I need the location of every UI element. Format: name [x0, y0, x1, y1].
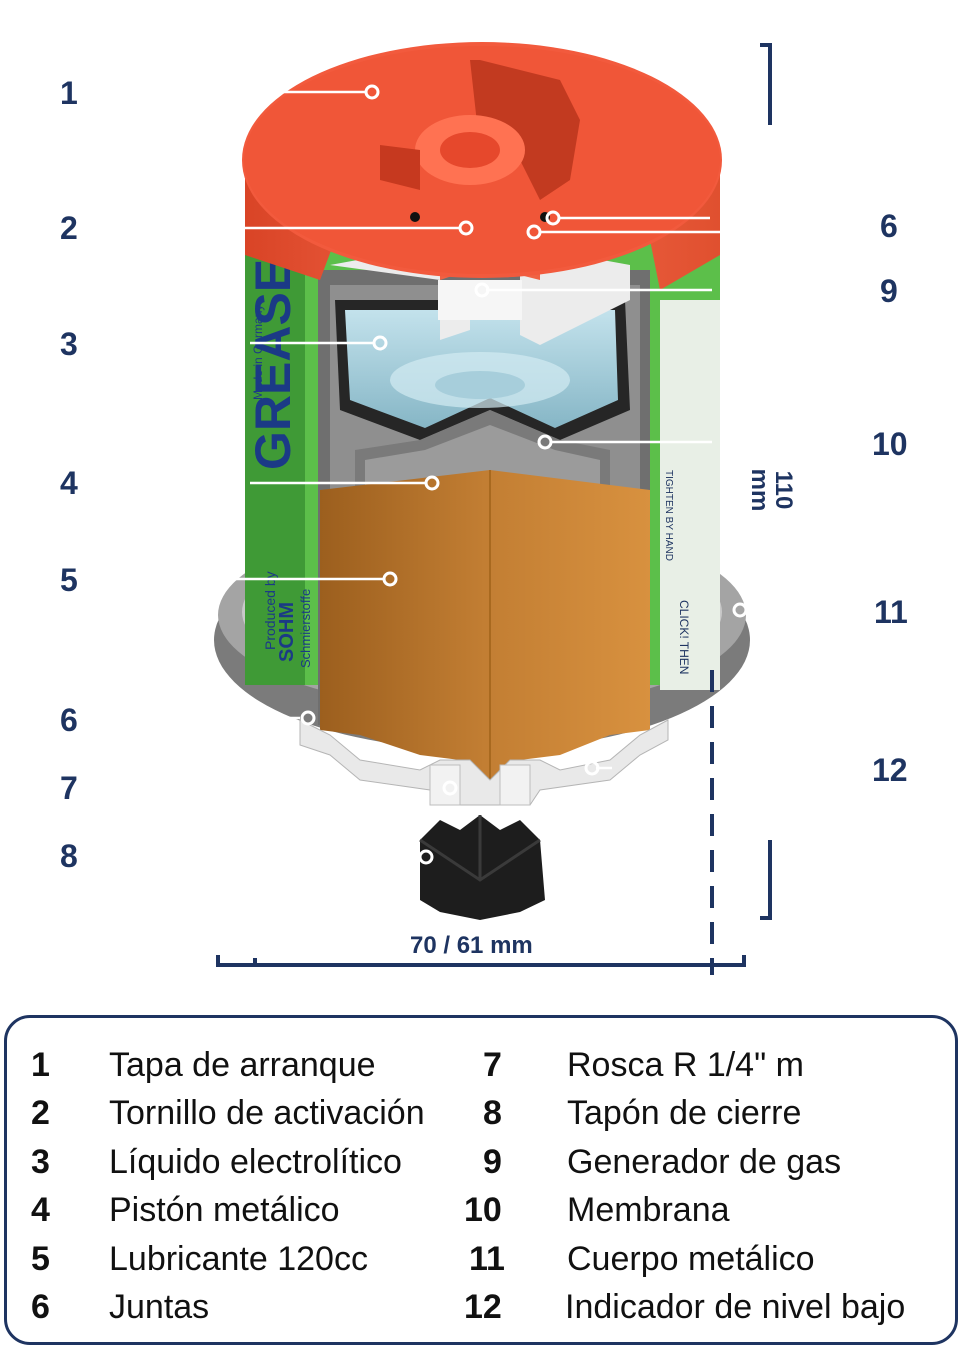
callout-4: 4 [60, 465, 78, 501]
callout-10: 10 [872, 426, 908, 462]
callout-7: 7 [60, 770, 78, 806]
legend-text-1: Tapa de arranque [109, 1046, 376, 1084]
dimension-brackets [216, 43, 772, 967]
legend-num-4: 4 [31, 1191, 50, 1229]
instruction-label-2: TIGHTEN BY HAND [663, 470, 674, 561]
legend-text-4: Pistón metálico [109, 1191, 340, 1229]
produced-by-label: Produced by [262, 571, 278, 650]
legend-num-5: 5 [31, 1240, 50, 1278]
legend-num-6: 6 [31, 1288, 50, 1326]
instruction-label-1: CLICK! THEN [677, 600, 691, 674]
callout-6-right: 6 [880, 208, 898, 244]
lubricator-diagram: GREASE Made in Germany Produced by SOHM … [214, 42, 772, 975]
legend-num-1: 1 [31, 1046, 50, 1084]
legend-num-2: 2 [31, 1094, 50, 1132]
maker-label: SOHM [276, 602, 298, 662]
legend-text-7: Rosca R 1/4" m [567, 1046, 804, 1084]
lubricant [320, 470, 650, 780]
height-dimension-label: 110 mm [746, 468, 797, 512]
legend-num-7: 7 [483, 1046, 502, 1084]
legend-num-10: 10 [464, 1191, 502, 1229]
maker-sub-label: Schmierstoffe [298, 589, 313, 668]
legend-num-11: 11 [469, 1240, 505, 1278]
legend-text-5: Lubricante 120cc [109, 1240, 368, 1278]
callout-8: 8 [60, 838, 78, 874]
legend-text-3: Líquido electrolítico [109, 1143, 402, 1181]
legend-box: 1 Tapa de arranque 2 Tornillo de activac… [4, 1015, 958, 1345]
closing-plug [419, 815, 545, 920]
callout-12: 12 [872, 752, 908, 788]
legend-text-12: Indicador de nivel bajo [565, 1288, 906, 1326]
legend-text-6: Juntas [109, 1288, 210, 1326]
made-in-label: Made in Germany [251, 305, 265, 400]
legend-text-9: Generador de gas [567, 1143, 842, 1181]
callout-5: 5 [60, 562, 78, 598]
legend-text-11: Cuerpo metálico [567, 1240, 815, 1278]
callout-markers [300, 84, 748, 865]
legend-num-12: 12 [464, 1288, 502, 1326]
callout-1: 1 [60, 75, 78, 111]
legend-text-10: Membrana [567, 1191, 730, 1229]
callout-9: 9 [880, 273, 898, 309]
callout-11: 11 [874, 594, 908, 630]
brand-logo: GREASE [245, 259, 301, 470]
legend-text-8: Tapón de cierre [567, 1094, 802, 1132]
leader-lines [222, 90, 720, 770]
width-dimension-label: 70 / 61 mm [410, 932, 533, 959]
legend-num-8: 8 [483, 1094, 502, 1132]
legend-text-2: Tornillo de activación [109, 1094, 425, 1132]
callout-2: 2 [60, 210, 78, 246]
lubricator-cross-section: GREASE Made in Germany Produced by SOHM … [214, 42, 772, 975]
legend-num-9: 9 [483, 1143, 502, 1181]
callout-3: 3 [60, 326, 78, 362]
metal-piston [355, 410, 610, 495]
legend-num-3: 3 [31, 1143, 50, 1181]
callout-6-left: 6 [60, 702, 78, 738]
